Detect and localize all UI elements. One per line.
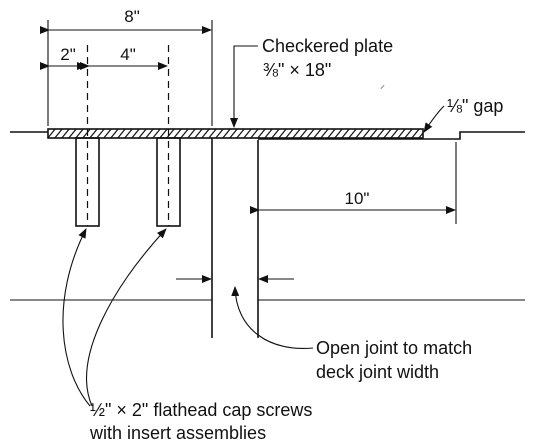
plate-hatch-line — [187, 129, 196, 138]
plate-hatch-line — [432, 128, 441, 139]
plate-hatch-line — [138, 129, 147, 138]
screws-label-line2: with insert assemblies — [89, 423, 266, 443]
plate-hatch-line — [152, 129, 161, 138]
plate-hatch-line — [285, 129, 294, 138]
plate-hatch-line — [292, 129, 301, 138]
plate-hatch-line — [124, 129, 133, 138]
plate-hatch-line — [61, 129, 70, 138]
cap-screw-right — [156, 45, 181, 227]
plate-hatch-line — [180, 129, 189, 138]
plate-label-line1: Checkered plate — [262, 36, 393, 56]
plate-hatch-line — [313, 129, 322, 138]
plate-hatch-line — [411, 129, 420, 138]
plate-hatch-line — [327, 129, 336, 138]
plate-hatch-line — [383, 129, 392, 138]
joint-label-line1: Open joint to match — [316, 338, 472, 358]
screws-label-line1: ½" × 2" flathead cap screws — [90, 400, 312, 420]
plate-hatch-line — [145, 129, 154, 138]
joint-label-line2: deck joint width — [316, 362, 439, 382]
plate-hatch-line — [201, 129, 210, 138]
plate-hatch-line — [68, 129, 77, 138]
plate-hatch-line — [397, 129, 406, 138]
plate-hatch-line — [355, 129, 364, 138]
plate-hatch-line — [208, 129, 217, 138]
plate-hatch-line — [96, 129, 105, 138]
plate-hatch-line — [404, 129, 413, 138]
plate-hatch-line — [257, 129, 266, 138]
plate-hatch-line — [117, 129, 126, 138]
checkered-plate — [47, 128, 448, 139]
stray-mark: ⸝ — [380, 80, 385, 91]
plate-hatch-line — [418, 131, 423, 138]
plate-hatch-line — [89, 129, 98, 138]
plate-hatch-line — [173, 129, 182, 138]
plate-hatch-line — [103, 129, 112, 138]
plate-hatch-line — [341, 129, 350, 138]
plate-hatch-line — [82, 129, 91, 138]
dim-8-label: 8" — [124, 7, 140, 26]
plate-hatch-line — [425, 128, 434, 139]
plate-hatch-line — [110, 129, 119, 138]
plate-hatch-line — [229, 129, 238, 138]
dim-4-label: 4" — [120, 45, 136, 64]
dim-2-label: 2" — [60, 45, 76, 64]
plate-hatch-line — [439, 128, 448, 139]
plate-hatch-line — [131, 129, 140, 138]
screw-leader-right — [86, 228, 167, 407]
plate-leader — [230, 45, 258, 128]
plate-hatch-line — [334, 129, 343, 138]
plate-hatch-line — [222, 129, 231, 138]
dim-10-label: 10" — [345, 189, 370, 208]
cap-screw-left — [75, 45, 100, 227]
plate-hatch-line — [390, 129, 399, 138]
plate-hatch-line — [306, 129, 315, 138]
plate-hatch-line — [194, 129, 203, 138]
plate-hatch-line — [236, 129, 245, 138]
plate-hatch-line — [348, 129, 357, 138]
screw-leader-left — [62, 228, 91, 407]
plate-hatch-line — [166, 129, 175, 138]
plate-hatch-line — [75, 129, 84, 138]
deck-surface-right — [423, 131, 525, 140]
plate-hatch-line — [243, 129, 252, 138]
plate-hatch-line — [362, 129, 371, 138]
plate-hatch-line — [278, 129, 287, 138]
plate-hatch-line — [54, 129, 63, 138]
plate-hatch-line — [250, 129, 259, 138]
plate-hatch-line — [215, 129, 224, 138]
plate-label-line2: ⅜" × 18" — [263, 60, 331, 80]
plate-hatch-line — [271, 129, 280, 138]
plate-hatch-line — [320, 129, 329, 138]
plate-hatch-line — [48, 129, 56, 138]
plate-hatch-line — [369, 129, 378, 138]
joint-leader — [231, 286, 314, 350]
plate-hatch-line — [264, 129, 273, 138]
gap-leader — [423, 105, 445, 133]
plate-hatch-line — [376, 129, 385, 138]
plate-hatch-line — [159, 129, 168, 138]
gap-label: ⅛" gap — [447, 96, 503, 116]
plate-hatch-line — [299, 129, 308, 138]
